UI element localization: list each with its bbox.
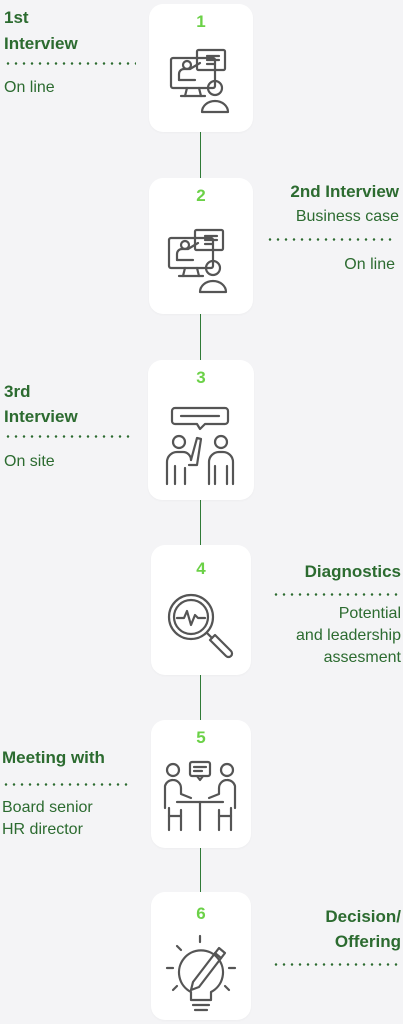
- step-title: 1st: [4, 8, 29, 27]
- dotted-divider: [272, 593, 400, 596]
- step-title: 3rd: [4, 382, 31, 401]
- timeline-line: [200, 130, 201, 900]
- step-title: Decision/: [325, 907, 401, 926]
- step-number: 3: [196, 368, 206, 387]
- step-detail: Potential: [338, 605, 401, 622]
- step-card: 2: [149, 178, 253, 314]
- step-title: Meeting with: [2, 748, 105, 767]
- step-detail: HR director: [2, 821, 83, 838]
- dotted-divider: [272, 963, 400, 966]
- step-title: Diagnostics: [304, 562, 401, 581]
- magnifier-pulse-icon: [165, 591, 235, 663]
- meeting-icon: [163, 760, 237, 834]
- step-detail: and leadership: [296, 627, 401, 644]
- step-card: 6: [151, 892, 251, 1020]
- step-title: 2nd Interview: [290, 182, 399, 201]
- step-detail: On site: [4, 453, 55, 470]
- discussion-icon: [165, 406, 237, 488]
- step-subtitle: Business case: [295, 208, 399, 225]
- step-card: 1: [149, 4, 253, 132]
- step-number: 2: [196, 186, 206, 205]
- presentation-icon: [169, 48, 233, 116]
- step-number: 1: [196, 12, 206, 31]
- lightbulb-pencil-icon: [163, 934, 239, 1014]
- step-title: Interview: [4, 407, 78, 426]
- dotted-divider: [4, 435, 132, 438]
- step-number: 6: [196, 904, 206, 923]
- step-detail: assesment: [323, 649, 401, 666]
- step-number: 5: [196, 728, 206, 747]
- dotted-divider: [266, 238, 396, 241]
- step-title: Offering: [334, 932, 401, 951]
- step-detail: Board senior: [2, 799, 93, 816]
- presentation-icon: [167, 228, 231, 296]
- dotted-divider: [4, 62, 136, 65]
- step-card: 4: [151, 545, 251, 675]
- step-title: Interview: [4, 34, 78, 53]
- step-number: 4: [196, 559, 206, 578]
- step-card: 3: [148, 360, 254, 500]
- step-detail: On line: [4, 79, 55, 96]
- step-card: 5: [151, 720, 251, 848]
- step-detail: On line: [344, 256, 395, 273]
- dotted-divider: [2, 783, 128, 786]
